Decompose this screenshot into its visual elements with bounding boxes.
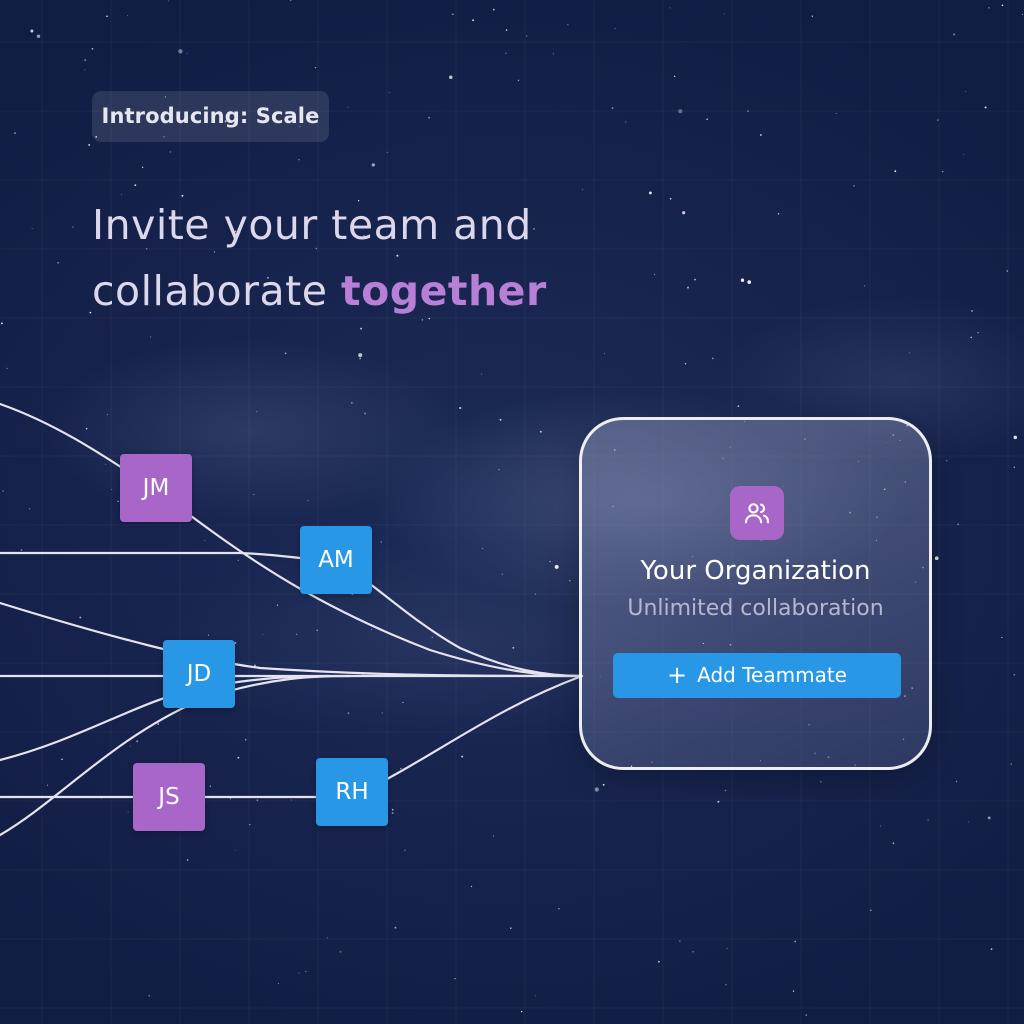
headline-accent: together [340,267,547,315]
member-avatar-am[interactable]: AM [300,526,372,594]
organization-subtitle: Unlimited collaboration [627,596,884,621]
organization-title: Your Organization [640,556,871,586]
users-icon [730,486,784,540]
intro-badge: Introducing: Scale [92,91,329,142]
member-avatar-jd[interactable]: JD [163,640,235,708]
organization-card: Your Organization Unlimited collaboratio… [579,417,932,770]
member-avatar-jm[interactable]: JM [120,454,192,522]
connection-line [0,402,584,678]
add-teammate-button[interactable]: + Add Teammate [613,653,901,698]
headline-line-1: Invite your team and [92,201,532,249]
connection-lines [0,402,584,837]
plus-icon: + [667,661,688,689]
headline-prefix: collaborate [92,267,341,315]
connection-line [0,601,584,678]
member-avatar-js[interactable]: JS [133,763,205,831]
headline-line-2: collaborate together [92,258,692,324]
headline: Invite your team and collaborate togethe… [92,192,692,324]
member-avatar-rh[interactable]: RH [316,758,388,826]
connection-line [0,551,338,562]
add-teammate-label: Add Teammate [697,663,847,687]
